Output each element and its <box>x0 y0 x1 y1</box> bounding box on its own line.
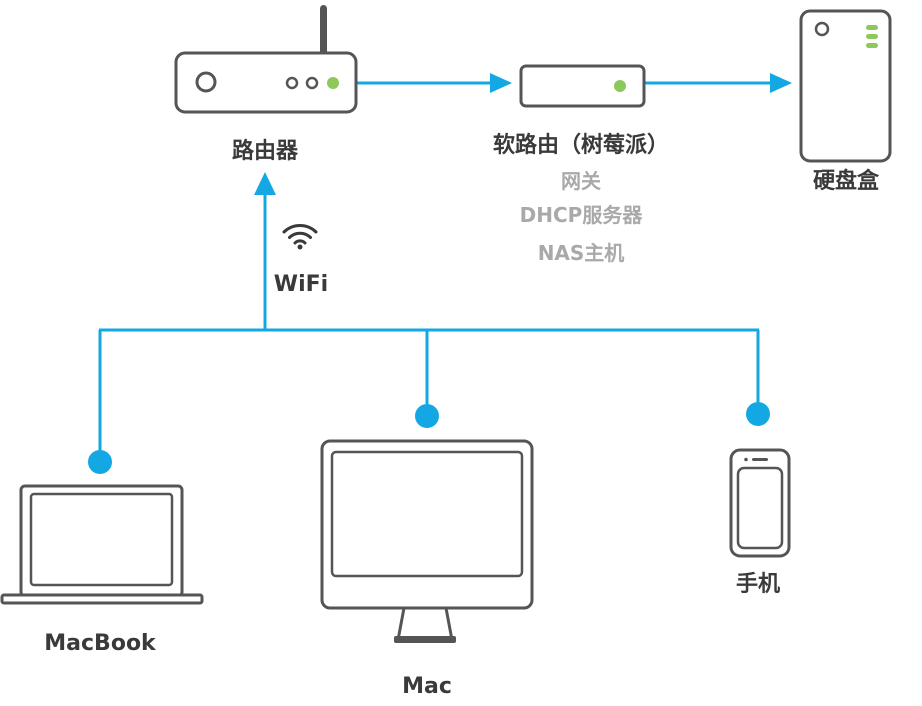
desktop-monitor-icon <box>320 439 534 643</box>
phone-icon <box>729 448 791 558</box>
mac-screen <box>330 450 524 578</box>
router-body <box>174 51 358 114</box>
disk-led-1 <box>866 25 878 30</box>
wifi-router-icon <box>174 5 358 114</box>
macbook-base <box>0 593 204 605</box>
router-port-2 <box>305 76 319 90</box>
laptop-icon <box>0 484 204 605</box>
wifi-icon <box>282 224 318 250</box>
phone-label: 手机 <box>736 572 780 597</box>
softrouter-label: 软路由（树莓派） <box>493 132 669 158</box>
router-status-led <box>327 77 339 89</box>
router-power-ring <box>195 71 217 93</box>
router-port-1 <box>285 76 299 90</box>
mac-stand-foot <box>394 636 456 643</box>
disk-enclosure-label: 硬盘盒 <box>813 168 880 194</box>
arrowhead-router <box>254 172 276 195</box>
connectors <box>88 73 792 474</box>
mac-stand <box>396 606 454 642</box>
arrowhead-softrouter <box>490 73 512 93</box>
raspberry-pi-box-icon <box>519 64 646 108</box>
macbook-label: MacBook <box>44 631 157 656</box>
wifi-label: WiFi <box>274 272 328 297</box>
disk-enclosure-body <box>799 9 892 163</box>
connection-dot-mac <box>415 404 439 428</box>
mac-label: Mac <box>402 674 452 699</box>
softrouter-status-led <box>614 80 626 92</box>
connection-dot-macbook <box>88 450 112 474</box>
router-antenna <box>320 5 327 55</box>
phone-speaker <box>752 458 768 461</box>
disk-led-2 <box>866 34 878 39</box>
phone-camera <box>744 457 748 462</box>
arrowhead-disk <box>770 73 792 93</box>
macbook-screen <box>29 492 174 587</box>
softrouter-role-dhcp: DHCP服务器 <box>520 203 644 227</box>
hard-disk-enclosure-icon <box>799 9 892 163</box>
phone-screen <box>736 466 784 550</box>
connection-dot-phone <box>746 402 770 426</box>
softrouter-body <box>519 64 646 108</box>
disk-enclosure-button <box>814 21 830 37</box>
disk-led-3 <box>866 43 878 48</box>
router-label: 路由器 <box>232 138 299 164</box>
softrouter-role-nas: NAS主机 <box>538 241 625 265</box>
softrouter-role-gateway: 网关 <box>561 169 601 193</box>
